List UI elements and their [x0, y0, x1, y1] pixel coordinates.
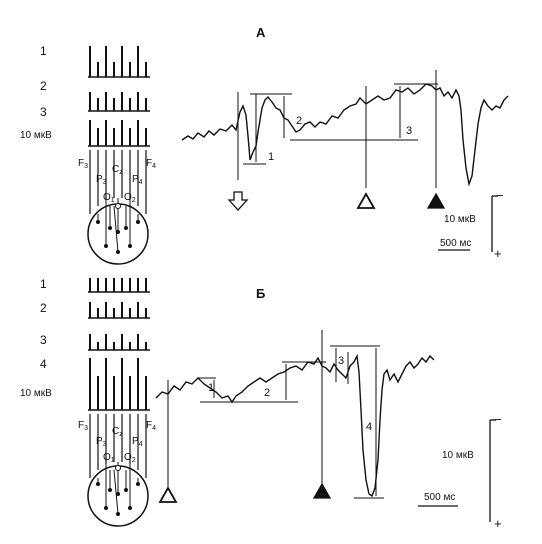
panel-a-label-cz: Cz: [112, 164, 123, 176]
panel-b-bars-row-3: [88, 334, 150, 351]
panel-a-label-p4: P4: [132, 174, 143, 186]
panel-a-bars-row-2: [88, 92, 150, 112]
panel-b-amp-scale: 10 мкВ: [20, 388, 52, 399]
panel-b-row-label-2: 2: [40, 301, 47, 315]
panel-a-ref-dot: [115, 203, 121, 209]
panel-b-row-label-3: 3: [40, 333, 47, 347]
panel-b-title: Б: [256, 286, 265, 301]
panel-a-amp-scale: 10 мкВ: [20, 130, 52, 141]
panel-a-row-label-3: 3: [40, 105, 47, 119]
panel-a-measure-label-1: 1: [268, 151, 274, 163]
panel-b-measure-label-2: 2: [264, 387, 270, 399]
panel-a-measure-label-3: 3: [406, 125, 412, 137]
panel-b-electrode-map: F3 P3 Cz P4 F4 O1 O2: [78, 414, 156, 527]
panel-a-label-o2: O2: [124, 192, 136, 204]
panel-b-bars-row-4: [88, 358, 150, 411]
panel-a-label-p3: P3: [96, 174, 107, 186]
panel-b-scalebar-amp: 10 мкВ: [442, 450, 474, 461]
panel-a-label-o1: O1: [103, 192, 115, 204]
panel-a-bars-row-3: [88, 120, 150, 147]
panel-b-open-triangle-icon: [158, 486, 178, 503]
panel-a-electrode-map: F3 P3 Cz P4 F4 O1 O2: [78, 150, 156, 265]
panel-a-row-label-2: 2: [40, 79, 47, 93]
panel-b-label-o2: O2: [124, 452, 136, 464]
panel-a-scalebar: [438, 195, 498, 252]
panel-b-label-p3: P3: [96, 436, 107, 448]
panel-a-electrode-leads: [89, 150, 147, 214]
panel-b-measure-label-3: 3: [338, 355, 344, 367]
panel-a-row-label-1: 1: [40, 44, 47, 58]
panel-b-label-f3: F3: [78, 420, 88, 432]
panel-b-label-f4: F4: [146, 420, 156, 432]
panel-b: Б 1 2 3 4 10 мкВ: [20, 277, 502, 531]
panel-b-measure-2: [200, 361, 326, 403]
panel-a-scalebar-time: 500 мс: [440, 238, 471, 249]
panel-a-label-f4: F4: [146, 158, 156, 170]
panel-a-title: А: [256, 25, 266, 40]
panel-b-measure-1: [167, 377, 216, 500]
panel-b-measure-4: [354, 348, 384, 499]
panel-b-measure-3: [321, 330, 380, 496]
panel-b-scalebar-time: 500 мс: [424, 492, 455, 503]
panel-a-measure-3: [365, 70, 438, 188]
panel-b-ref-dot: [115, 465, 121, 471]
panel-b-scalebar-neg: −: [494, 412, 502, 427]
panel-b-scalebar-pos: +: [494, 516, 502, 531]
panel-b-label-o1: O1: [103, 452, 115, 464]
panel-a-scalebar-amp: 10 мкВ: [444, 214, 476, 225]
panel-a-filled-triangle-icon: [426, 192, 446, 209]
panel-a-measure-label-2: 2: [296, 115, 302, 127]
panel-a-measure-1: [237, 92, 266, 180]
panel-b-filled-triangle-icon: [312, 482, 332, 499]
panel-a-scalebar-neg: −: [496, 188, 504, 203]
panel-a-scalebar-pos: +: [494, 246, 502, 261]
panel-b-measure-label-4: 4: [366, 421, 372, 433]
panel-a: А 1 2 3 10 мкВ: [20, 25, 509, 265]
panel-b-erp-trace: [155, 353, 435, 498]
panel-b-label-p4: P4: [132, 436, 143, 448]
panel-b-measure-label-1: 1: [208, 382, 214, 394]
panel-a-measure-2: [250, 93, 418, 141]
panel-b-row-label-1: 1: [40, 277, 47, 291]
panel-a-open-triangle-icon: [356, 192, 376, 209]
panel-a-label-f3: F3: [78, 158, 88, 170]
panel-b-electrode-wires: [97, 462, 139, 515]
panel-b-bars-row-1: [88, 278, 150, 293]
panel-b-electrode-leads: [89, 414, 147, 478]
panel-a-electrode-wires: [97, 198, 139, 253]
panel-a-erp-trace: [181, 83, 509, 187]
panel-b-bars-row-2: [88, 302, 150, 319]
panel-a-bars-row-1: [88, 46, 150, 78]
panel-b-scalebar: [418, 419, 496, 522]
panel-a-stimulus-arrow-icon: [227, 191, 249, 211]
panel-b-label-cz: Cz: [112, 426, 123, 438]
panel-b-row-label-4: 4: [40, 357, 47, 371]
